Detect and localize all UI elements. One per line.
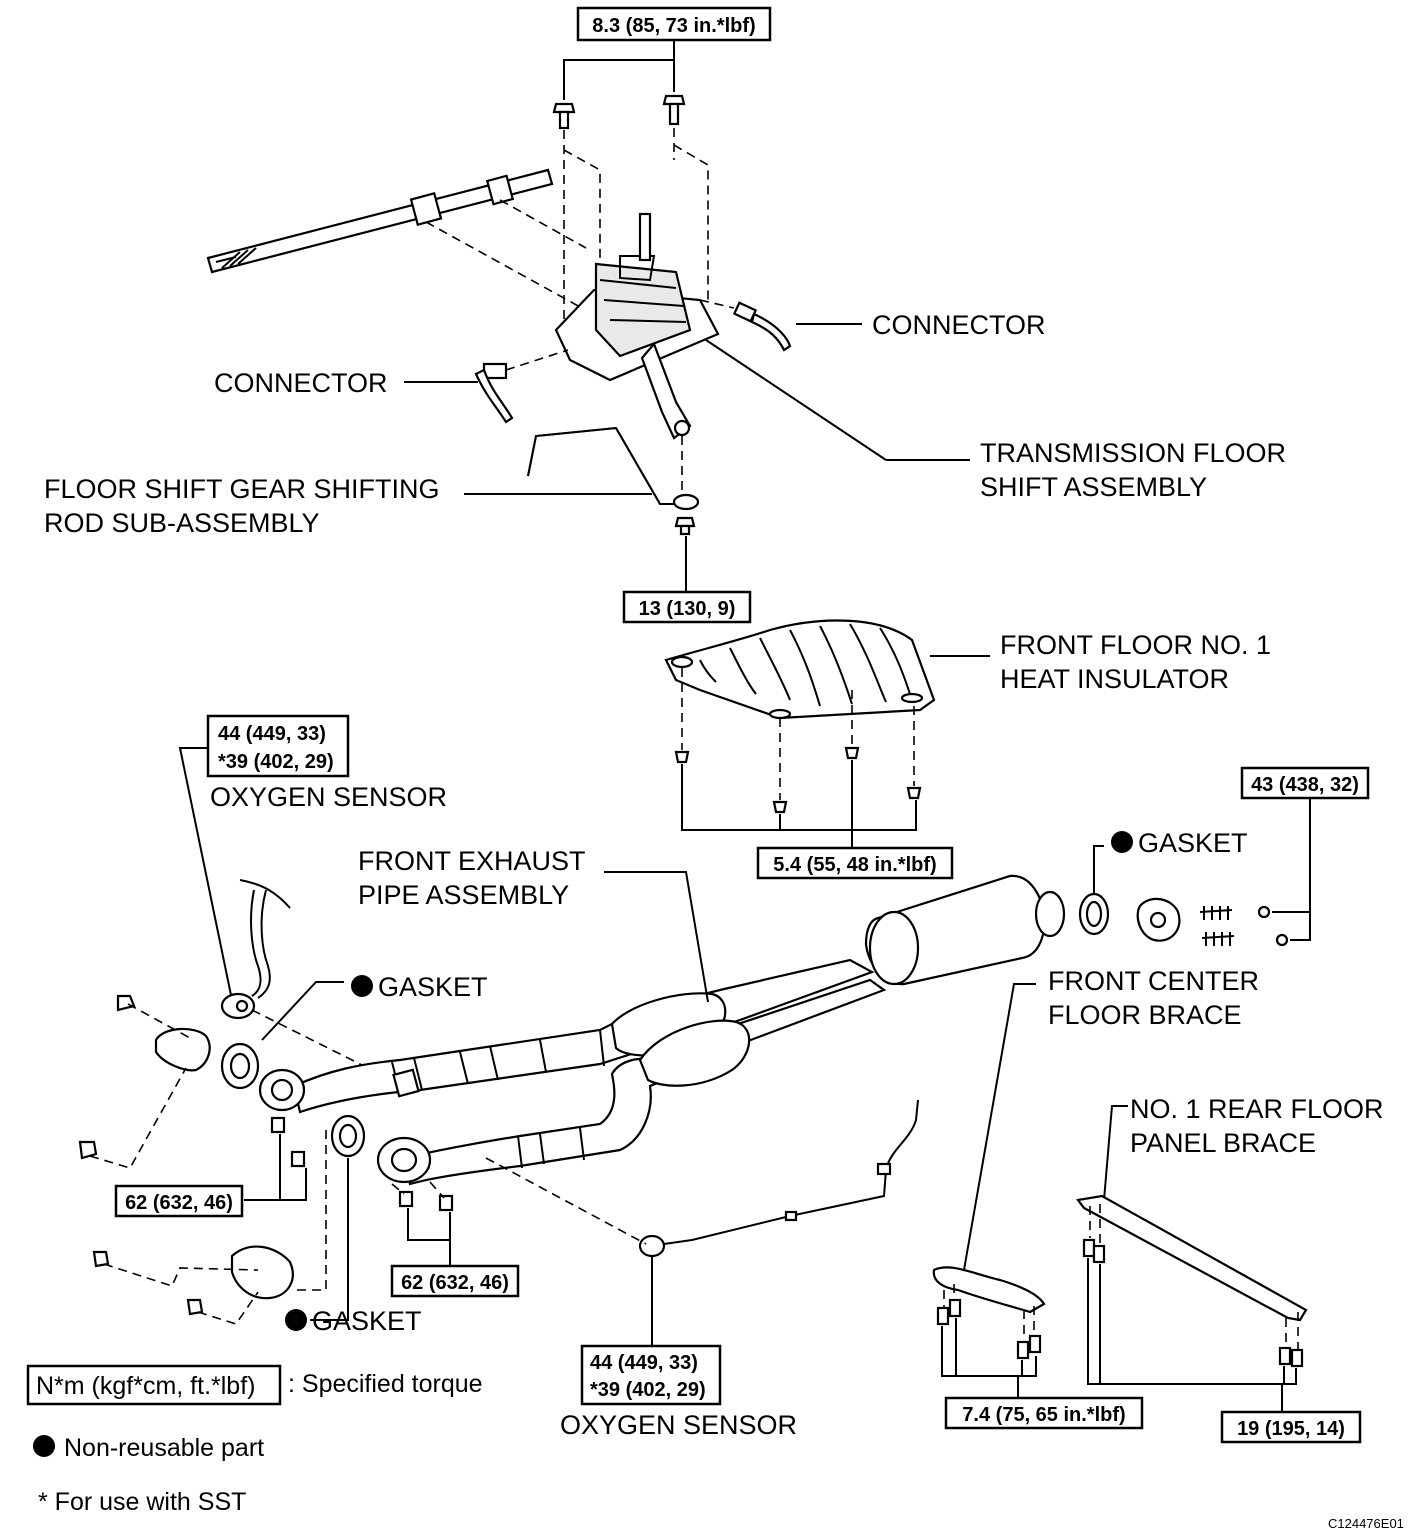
gasket-bottom-part <box>330 1114 366 1158</box>
legend-non-reusable: Non-reusable part <box>64 1434 264 1462</box>
torque-o2-lower-line2: *39 (402, 29) <box>590 1379 706 1401</box>
torque-shift-rod-nut: 13 (130, 9) <box>639 598 736 620</box>
upper-flange-bolts <box>270 1116 306 1168</box>
torque-left-flange-bolts: 62 (632, 46) <box>125 1192 233 1214</box>
legend-torque-unit: N*m (kgf*cm, ft.*lbf) <box>36 1372 255 1400</box>
rear-flange-part <box>1136 897 1181 942</box>
connector-left-part <box>474 362 514 424</box>
label-gasket-bottom: GASKET <box>312 1306 422 1336</box>
label-transmission-line2: SHIFT ASSEMBLY <box>980 472 1207 502</box>
oxygen-sensor-lower-part <box>638 1099 919 1258</box>
torque-box-center-brace-bolts: 7.4 (75, 65 in.*lbf) <box>944 1396 1144 1430</box>
center-brace-bolts <box>936 1284 1042 1360</box>
rear-flange-bolts <box>1199 905 1289 947</box>
connector-right-part <box>732 301 792 352</box>
legend-non-reusable-icon <box>33 1435 55 1457</box>
label-oxygen-sensor-upper: OXYGEN SENSOR <box>210 782 447 812</box>
label-shift-rod-line1: FLOOR SHIFT GEAR SHIFTING <box>44 474 440 504</box>
front-floor-no1-heat-insulator <box>664 619 936 720</box>
torque-rear-flange-bolts: 43 (438, 32) <box>1251 774 1359 796</box>
torque-box-shift-bolts: 8.3 (85, 73 in.*lbf) <box>576 6 772 42</box>
transmission-floor-shift-assembly <box>554 212 720 440</box>
legend: N*m (kgf*cm, ft.*lbf) : Specified torque… <box>26 1364 483 1516</box>
label-center-brace-line1: FRONT CENTER <box>1048 966 1259 996</box>
front-exhaust-pipe-assembly <box>258 874 1066 1186</box>
no1-rear-floor-panel-brace <box>1076 1194 1308 1322</box>
label-insulator-line2: HEAT INSULATOR <box>1000 664 1229 694</box>
label-transmission-line1: TRANSMISSION FLOOR <box>980 438 1286 468</box>
shift-rod-nut <box>674 516 696 536</box>
torque-right-flange-bolts: 62 (632, 46) <box>401 1272 509 1294</box>
non-reusable-mark-left-gasket <box>351 975 373 997</box>
figure-code: C124476E01 <box>1328 1516 1404 1530</box>
shift-cable <box>206 168 554 274</box>
legend-torque-desc: : Specified torque <box>288 1370 483 1398</box>
lower-flange-bolts <box>398 1190 454 1212</box>
torque-box-rear-flange-bolts: 43 (438, 32) <box>1240 766 1370 800</box>
torque-box-insulator-bolts: 5.4 (55, 48 in.*lbf) <box>756 846 954 880</box>
rear-brace-bolts <box>1082 1204 1304 1368</box>
torque-shift-bolts: 8.3 (85, 73 in.*lbf) <box>592 15 755 37</box>
label-gasket-rear: GASKET <box>1138 828 1248 858</box>
torque-o2-upper-line1: 44 (449, 33) <box>218 723 326 745</box>
label-oxygen-sensor-lower: OXYGEN SENSOR <box>560 1410 797 1440</box>
torque-box-shift-rod-nut: 13 (130, 9) <box>622 590 752 624</box>
floor-shift-gear-shifting-rod <box>527 426 700 511</box>
non-reusable-mark-rear-gasket <box>1111 831 1133 853</box>
label-exhaust-line2: PIPE ASSEMBLY <box>358 880 569 910</box>
label-connector-left: CONNECTOR <box>214 368 388 398</box>
label-gasket-left: GASKET <box>378 972 488 1002</box>
shift-bolt-left <box>552 102 576 130</box>
label-rear-brace-line2: PANEL BRACE <box>1130 1128 1316 1158</box>
shift-bolt-right <box>662 94 686 126</box>
label-rear-brace-line1: NO. 1 REAR FLOOR <box>1130 1094 1384 1124</box>
label-center-brace-line2: FLOOR BRACE <box>1048 1000 1242 1030</box>
torque-center-brace-bolts: 7.4 (75, 65 in.*lbf) <box>962 1404 1125 1426</box>
gasket-left-part <box>220 1042 260 1090</box>
torque-o2-lower-line1: 44 (449, 33) <box>590 1352 698 1374</box>
oxygen-sensor-upper-part <box>220 879 291 1020</box>
label-shift-rod-line2: ROD SUB-ASSEMBLY <box>44 508 320 538</box>
torque-insulator-bolts: 5.4 (55, 48 in.*lbf) <box>773 854 936 876</box>
exhaust-manifold-lower-stub <box>92 1245 294 1316</box>
torque-box-o2-upper: 44 (449, 33) *39 (402, 29) <box>206 714 350 778</box>
torque-o2-upper-line2: *39 (402, 29) <box>218 751 334 773</box>
front-center-floor-brace <box>932 1266 1046 1314</box>
gasket-rear-part <box>1078 892 1110 936</box>
torque-box-left-flange-bolts: 62 (632, 46) <box>114 1184 244 1218</box>
torque-box-o2-lower: 44 (449, 33) *39 (402, 29) <box>580 1344 722 1406</box>
insulator-bolts <box>674 746 922 814</box>
label-connector-right: CONNECTOR <box>872 310 1046 340</box>
non-reusable-mark-bottom-gasket <box>285 1309 307 1331</box>
legend-sst-note: * For use with SST <box>38 1488 246 1516</box>
torque-box-rear-brace-bolts: 19 (195, 14) <box>1220 1410 1362 1444</box>
exhaust-manifold-upper-stub <box>78 994 211 1160</box>
legend-torque-box <box>26 1364 282 1406</box>
torque-rear-brace-bolts: 19 (195, 14) <box>1237 1418 1345 1440</box>
torque-box-right-flange-bolts: 62 (632, 46) <box>390 1264 520 1298</box>
label-exhaust-line1: FRONT EXHAUST <box>358 846 586 876</box>
label-insulator-line1: FRONT FLOOR NO. 1 <box>1000 630 1271 660</box>
